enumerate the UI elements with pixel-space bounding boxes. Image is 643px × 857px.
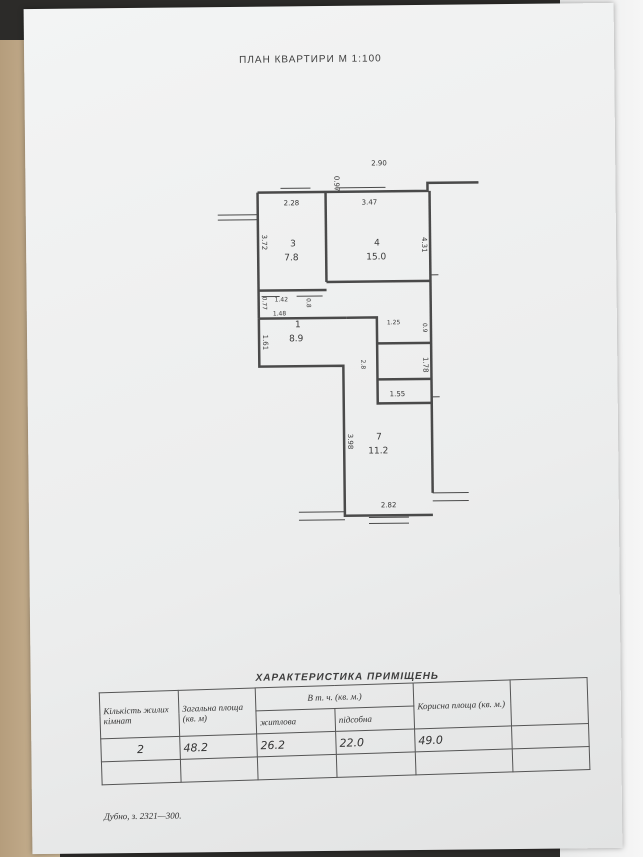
floor-plan-drawing: 3 7.8 4 15.0 1 8.9 7 11.2 2.90 0.97 2.28… <box>217 159 479 525</box>
characteristics-table: Кількість жилих кімнат Загальна площа (к… <box>99 677 591 785</box>
dim-label: 0.8 <box>305 298 312 308</box>
header-empty <box>510 677 589 726</box>
dim-label: 2.82 <box>381 501 397 509</box>
room-1-area: 8.9 <box>289 334 304 344</box>
dim-label: 4.31 <box>420 237 428 253</box>
value-living: 26.2 <box>256 731 337 757</box>
value-useful-area: 49.0 <box>414 725 513 752</box>
empty-cell <box>336 751 417 778</box>
dim-label: 1.25 <box>387 319 401 326</box>
empty-cell <box>257 754 338 780</box>
room-3-number: 3 <box>290 239 296 249</box>
dim-label: 1.48 <box>273 310 287 317</box>
dim-label: 0.9 <box>421 323 428 333</box>
dim-label: 3.98 <box>346 434 354 450</box>
dim-label: 3.47 <box>362 198 378 206</box>
header-living: житлова <box>255 708 336 734</box>
value-auxiliary: 22.0 <box>335 728 416 755</box>
room-4-number: 4 <box>374 238 380 248</box>
header-useful-area: Корисна площа (кв. м.) <box>413 679 512 729</box>
dim-label: 1.61 <box>261 335 269 351</box>
dim-label: 2.8 <box>359 360 366 370</box>
room-1-number: 1 <box>295 320 301 330</box>
header-auxiliary: підсобна <box>334 705 415 732</box>
empty-cell <box>180 756 259 783</box>
value-total-area: 48.2 <box>179 733 258 760</box>
room-3-area: 7.8 <box>284 253 299 263</box>
dim-label: 2.90 <box>371 159 387 167</box>
header-total-area: Загальна площа (кв. м) <box>178 687 257 737</box>
room-7-area: 11.2 <box>368 446 388 456</box>
dim-label: 2.28 <box>284 199 300 207</box>
dim-label: 1.42 <box>275 296 289 303</box>
room-4-area: 15.0 <box>366 252 386 262</box>
print-footer: Дубно, з. 2321—300. <box>103 810 182 822</box>
plan-walls <box>256 181 479 518</box>
dim-label: 1.78 <box>421 357 429 373</box>
plan-details <box>217 181 479 525</box>
header-rooms: Кількість жилих кімнат <box>99 690 180 739</box>
room-labels: 3 7.8 4 15.0 1 8.9 7 11.2 <box>284 238 388 456</box>
dimension-labels: 2.90 0.97 2.28 3.47 3.72 4.31 1.42 1.48 … <box>260 159 429 509</box>
dim-label: 3.72 <box>260 235 268 251</box>
dim-label: 0.77 <box>261 297 268 311</box>
floor-plan-sheet: ПЛАН КВАРТИРИ М 1:100 <box>23 2 623 855</box>
dim-label: 1.55 <box>390 390 406 398</box>
empty-cell <box>101 759 182 785</box>
room-7-number: 7 <box>376 432 382 442</box>
empty-cell <box>415 748 513 775</box>
dim-label: 0.97 <box>332 176 340 192</box>
empty-cell <box>512 746 590 772</box>
value-empty <box>511 723 590 749</box>
value-rooms: 2 <box>100 736 181 762</box>
